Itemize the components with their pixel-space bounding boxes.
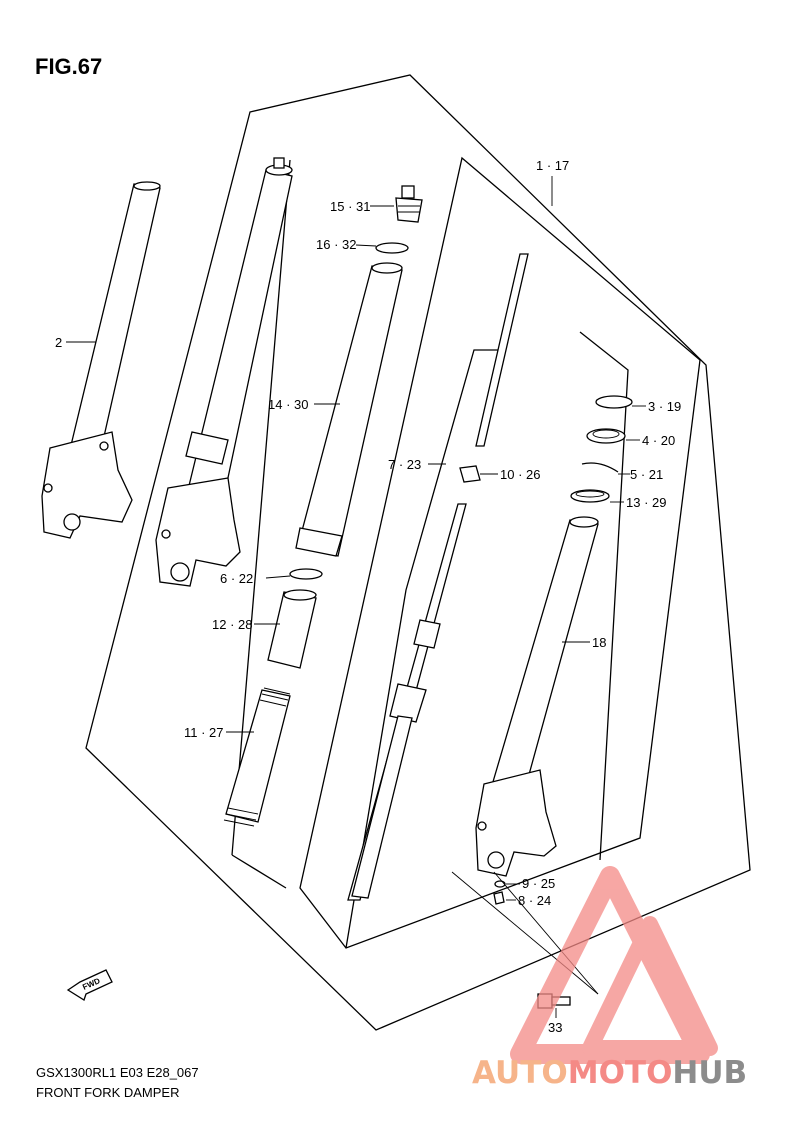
part-stopper-ring xyxy=(581,462,619,473)
part-oil-seal xyxy=(586,428,626,444)
assembly-outline-left-group xyxy=(231,159,291,856)
callout-10-26: 10 · 26 xyxy=(500,467,540,482)
callout-5-21: 5 · 21 xyxy=(630,467,663,482)
callout-6-22: 13 · 29 xyxy=(626,495,666,510)
callout-1-17: 1 · 17 xyxy=(536,158,569,173)
fwd-arrow-icon: FWD xyxy=(66,969,113,1001)
callout-16-32: 16 · 32 xyxy=(316,237,356,252)
callout-15-31: 15 · 31 xyxy=(330,199,370,214)
leader-33-line-b xyxy=(493,871,599,995)
watermark-text: AUTOMOTOHUB xyxy=(472,1055,747,1091)
watermark-moto: MOTO xyxy=(568,1055,673,1091)
callout-12-28: 6 · 22 xyxy=(220,571,253,586)
part-washer xyxy=(494,880,506,888)
assembly-outline-damper xyxy=(299,156,701,949)
diagram-caption: FRONT FORK DAMPER xyxy=(36,1085,180,1100)
watermark-hub: HUB xyxy=(672,1055,747,1091)
callout-4-20: 4 · 20 xyxy=(642,433,675,448)
callout-8-24: 8 · 24 xyxy=(518,893,551,908)
part-nut xyxy=(459,465,481,483)
part-cap-bolt xyxy=(395,185,423,223)
part-spring xyxy=(223,687,291,827)
part-slide-bushing xyxy=(570,489,610,503)
figure-title: FIG.67 xyxy=(35,54,102,79)
assembly-outline-tube xyxy=(579,331,629,861)
part-outer-tube-right xyxy=(475,516,599,877)
part-damper-rod xyxy=(347,253,529,901)
callout-18: 18 xyxy=(592,635,606,650)
watermark-auto: AUTO xyxy=(472,1055,568,1091)
assembly-outline-outer xyxy=(85,74,751,1031)
callout-3-19: 3 · 19 xyxy=(648,399,681,414)
part-inner-tube xyxy=(295,262,403,557)
callout-7-23: 7 · 23 xyxy=(388,457,421,472)
callout-33: 33 xyxy=(548,1020,562,1035)
assembly-outline-rod xyxy=(345,349,500,949)
part-dust-seal xyxy=(595,395,633,409)
model-code: GSX1300RL1 E03 E28_067 xyxy=(36,1065,199,1080)
callout-2: 2 xyxy=(55,335,62,350)
part-spacer xyxy=(267,589,317,669)
part-outer-tube-left xyxy=(41,181,161,539)
callout-9-25: 9 · 25 xyxy=(522,876,555,891)
callout-13-29: 12 · 28 xyxy=(212,617,252,632)
part-seal-ring xyxy=(289,568,323,580)
part-drain-screw xyxy=(493,891,505,905)
triangle-logo-icon xyxy=(510,866,718,1064)
assembly-outline-inner xyxy=(231,854,287,889)
part-fork-assembly xyxy=(155,157,293,587)
leader-12-28 xyxy=(265,575,291,579)
callout-14-30: 14 · 30 xyxy=(268,397,308,412)
callout-11-27: 11 · 27 xyxy=(184,725,224,740)
leader-16-32 xyxy=(355,244,377,247)
leader-33-line-a xyxy=(451,871,599,995)
part-o-ring-top xyxy=(375,242,409,254)
